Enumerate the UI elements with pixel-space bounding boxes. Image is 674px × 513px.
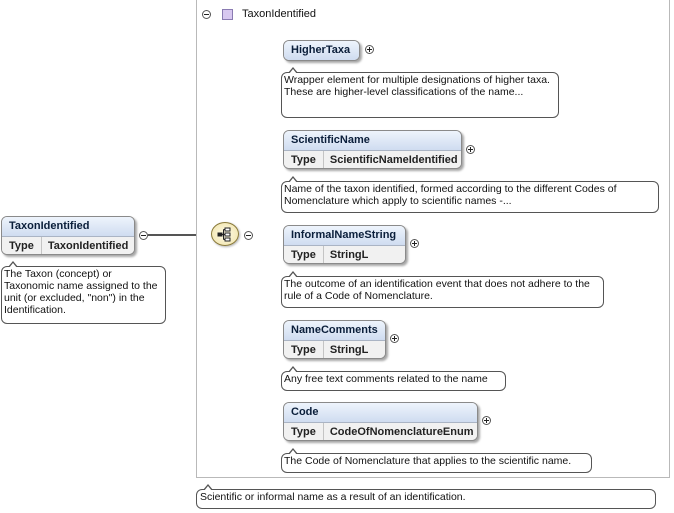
group-header: TaxonIdentified (196, 0, 670, 28)
child-element-name: ScientificName (284, 131, 461, 151)
root-element-node[interactable]: TaxonIdentified Type TaxonIdentified (1, 216, 135, 255)
type-label: Type (284, 151, 324, 168)
root-element-type-row: Type TaxonIdentified (2, 237, 134, 254)
expand-icon[interactable] (365, 45, 374, 54)
child-element-node-namecomments[interactable]: NameComments Type StringL (283, 320, 386, 359)
child-element-name: Code (284, 403, 477, 423)
type-value: StringL (329, 344, 369, 356)
child-element-type-row: Type StringL (284, 341, 385, 358)
group-title: TaxonIdentified (242, 8, 316, 20)
complex-type-icon (222, 9, 233, 20)
child-element-type-row: Type ScientificNameIdentified (284, 151, 461, 168)
expand-icon[interactable] (466, 145, 475, 154)
type-value: TaxonIdentified (47, 240, 129, 252)
collapse-icon[interactable] (244, 231, 253, 240)
child-element-name: NameComments (284, 321, 385, 341)
child-element-node-highertaxa[interactable]: HigherTaxa (283, 40, 360, 61)
type-value: ScientificNameIdentified (329, 154, 458, 166)
child-description: Wrapper element for multiple designation… (281, 67, 559, 118)
group-description: Scientific or informal name as a result … (196, 484, 656, 509)
collapse-icon[interactable] (139, 231, 148, 240)
expand-icon[interactable] (482, 416, 491, 425)
child-description: The outcome of an identification event t… (281, 271, 604, 308)
child-element-name: HigherTaxa (284, 41, 359, 60)
type-label: Type (284, 423, 324, 440)
sequence-compositor-icon[interactable] (211, 222, 239, 246)
type-label: Type (284, 246, 324, 263)
type-value: CodeOfNomenclatureEnum (329, 426, 474, 438)
child-description: Name of the taxon identified, formed acc… (281, 176, 659, 213)
root-description: The Taxon (concept) or Taxonomic name as… (1, 261, 166, 324)
child-element-name: InformalNameString (284, 226, 405, 246)
child-element-type-row: Type CodeOfNomenclatureEnum (284, 423, 477, 440)
expand-icon[interactable] (410, 239, 419, 248)
root-element-name: TaxonIdentified (2, 217, 134, 237)
expand-icon[interactable] (390, 334, 399, 343)
child-description: Any free text comments related to the na… (281, 366, 506, 391)
child-element-type-row: Type StringL (284, 246, 405, 263)
type-label: Type (284, 341, 324, 358)
child-element-node-scientificname[interactable]: ScientificName Type ScientificNameIdenti… (283, 130, 462, 169)
child-element-node-informalnamestring[interactable]: InformalNameString Type StringL (283, 225, 406, 264)
type-label: Type (2, 237, 42, 254)
type-value: StringL (329, 249, 369, 261)
child-description: The Code of Nomenclature that applies to… (281, 448, 592, 473)
child-element-node-code[interactable]: Code Type CodeOfNomenclatureEnum (283, 402, 478, 441)
collapse-icon[interactable] (202, 10, 211, 19)
